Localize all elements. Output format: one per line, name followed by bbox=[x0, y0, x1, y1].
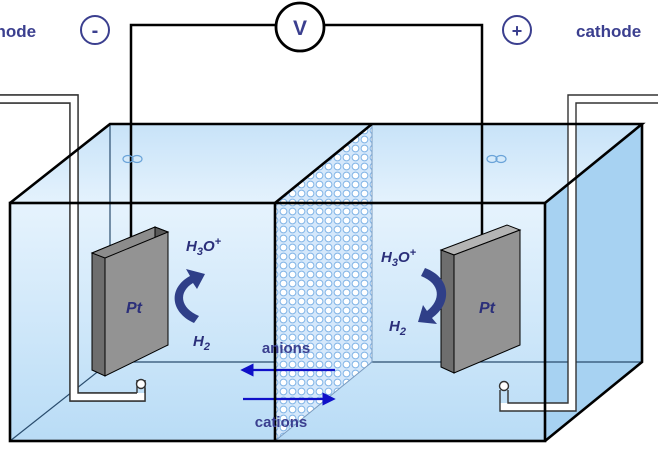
tank-outline bbox=[8, 122, 646, 443]
svg-text:+: + bbox=[512, 21, 523, 41]
left-h3o-label: H3O+ bbox=[186, 236, 222, 258]
surface-bubbles bbox=[122, 154, 507, 164]
right-h3o-label: H3O+ bbox=[381, 247, 417, 269]
plus-sign: + bbox=[502, 15, 532, 45]
right-electrode bbox=[439, 224, 522, 374]
right-curved-arrow bbox=[418, 268, 447, 324]
voltmeter: V bbox=[274, 1, 326, 53]
voltmeter-label: V bbox=[293, 17, 307, 40]
left-electrode-label: Pt bbox=[126, 300, 143, 317]
right-gas-tube bbox=[498, 94, 658, 412]
left-electrode bbox=[90, 226, 170, 377]
left-gas-tube bbox=[0, 94, 147, 402]
anode-label: anode bbox=[0, 22, 36, 41]
right-electrode-label: Pt bbox=[479, 300, 496, 317]
cations-label: cations bbox=[255, 414, 308, 431]
svg-text:-: - bbox=[92, 20, 99, 42]
anions-label: anions bbox=[262, 340, 310, 357]
left-curved-arrow bbox=[174, 269, 205, 323]
minus-sign: - bbox=[80, 15, 110, 45]
external-circuit bbox=[129, 23, 484, 243]
cathode-label: cathode bbox=[576, 22, 641, 41]
